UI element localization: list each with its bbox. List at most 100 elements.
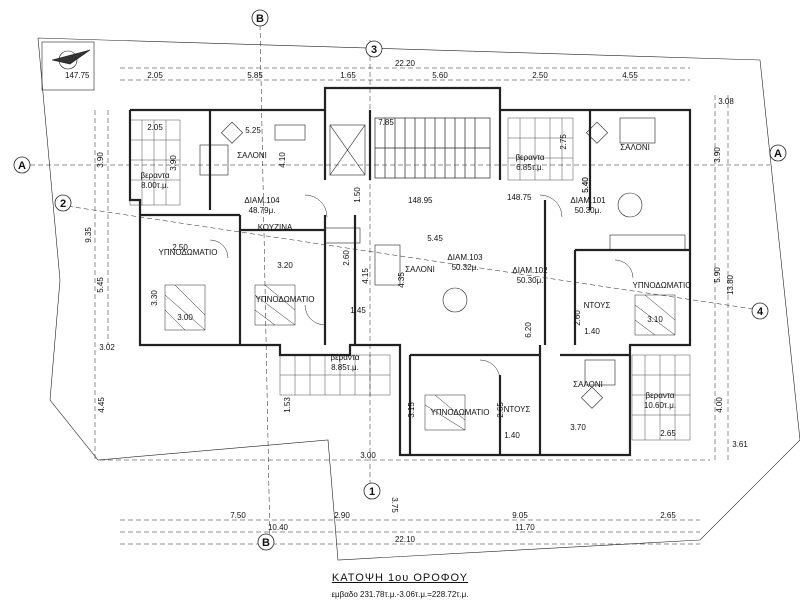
inner-dim-22: 2.65 xyxy=(496,402,505,418)
room-ntous-2: ΝΤΟΥΣ xyxy=(504,405,531,414)
dim-left-4: 3.02 xyxy=(99,343,115,352)
balcony-grids xyxy=(129,117,691,441)
room-ypnodomatio-2: ΥΠΝΟΔΩΜΑΤΙΟ xyxy=(255,295,314,304)
inner-dim-1: 2.05 xyxy=(147,123,163,132)
inner-dim-11: 3.30 xyxy=(150,290,159,306)
dim-right-2: 3.90 xyxy=(713,147,722,163)
inner-dim-16: 1.45 xyxy=(350,306,366,315)
room-saloni-101: ΣΑΛΟΝΙ xyxy=(620,143,650,152)
dim-bottom-2: 10.40 xyxy=(268,523,289,532)
dim-top-2: 5.85 xyxy=(247,71,263,80)
inner-dim-6: 2.75 xyxy=(559,134,568,150)
inner-dim-9: 2.50 xyxy=(172,243,188,252)
dim-left-3: 5.45 xyxy=(96,277,105,293)
inner-dim-3: 3.90 xyxy=(169,155,178,171)
room-saloni-103: ΣΑΛΟΝΙ xyxy=(405,265,435,274)
apt-101-label: ΔΙΑΜ.101 xyxy=(570,196,606,205)
level-mid: 148.95 xyxy=(408,196,433,205)
room-veranta-d-area: 10.60τ.μ. xyxy=(644,401,676,410)
dim-left-1: 3.90 xyxy=(96,152,105,168)
inner-dim-8: 5.45 xyxy=(427,234,443,243)
dim-top-1: 2.05 xyxy=(147,71,163,80)
axis-label-2: 2 xyxy=(60,198,66,210)
drawing-title: ΚΑΤΟΨΗ 1ου ΟΡΟΦΟΥ xyxy=(331,572,469,584)
axis-label-1: 1 xyxy=(369,486,375,498)
inner-dim-18: 2.60 xyxy=(573,310,582,326)
room-ypnodomatio-4: ΥΠΝΟΔΩΜΑΤΙΟ xyxy=(632,281,691,290)
room-veranta-a-area: 8.00τ.μ. xyxy=(141,181,169,190)
axis-label-a-right: A xyxy=(774,148,782,160)
dim-bottom-5: 11.70 xyxy=(515,523,535,532)
inner-dim-21: 3.15 xyxy=(407,402,416,418)
room-veranta-c: βεραντα xyxy=(330,353,359,362)
inner-dim-7: 5.40 xyxy=(581,177,590,193)
dim-left-6: 1.53 xyxy=(283,397,292,413)
furniture xyxy=(199,117,686,409)
axis-marker-b-top xyxy=(251,9,269,27)
apt-102-label: ΔΙΑΜ.102 xyxy=(512,266,548,275)
apt-102-area: 50.30μ. xyxy=(517,276,544,285)
inner-dim-23: 1.40 xyxy=(504,431,520,440)
inner-dim-10: 3.20 xyxy=(277,261,293,270)
room-kouzina: ΚΟΥΖΙΝΑ xyxy=(258,223,293,232)
axis-marker-a-left xyxy=(13,156,31,174)
axis-marker-4 xyxy=(751,302,769,320)
apt-103-area: 50.32μ. xyxy=(452,263,479,272)
dim-left-2: 9.35 xyxy=(84,227,93,243)
room-saloni-104: ΣΑΛΟΝΙ xyxy=(237,151,267,160)
inner-dim-12: 3.00 xyxy=(177,313,193,322)
dim-bottom-6: 2.65 xyxy=(660,511,676,520)
apt-104-label: ΔΙΑΜ.104 xyxy=(244,196,280,205)
room-saloni-102: ΣΑΛΟΝΙ xyxy=(573,380,603,389)
dim-bottom-4: 9.05 xyxy=(512,511,528,520)
room-veranta-b-area: 6.85τ.μ. xyxy=(516,163,544,172)
dim-top-4: 5.60 xyxy=(432,71,448,80)
dim-right-4: 5.90 xyxy=(713,267,722,283)
room-ypnodomatio-1: ΥΠΝΟΔΩΜΑΤΙΟ xyxy=(158,248,217,257)
room-veranta-d: βεραντα xyxy=(645,391,674,400)
doors xyxy=(209,194,634,381)
axis-label-b-top: B xyxy=(256,13,264,25)
site-boundary xyxy=(37,37,800,561)
dim-top-6: 4.55 xyxy=(622,71,638,80)
inner-dim-5: 7.85 xyxy=(378,118,394,127)
axis-markers xyxy=(13,9,787,551)
inner-dim-4: 4.10 xyxy=(278,152,287,168)
level-right: 148.75 xyxy=(507,193,532,202)
dim-left-5: 4.45 xyxy=(97,397,106,413)
dim-bottom-total: 22.10 xyxy=(395,535,416,544)
axis-label-a-left: A xyxy=(18,160,26,172)
dim-top-5: 2.50 xyxy=(532,71,548,80)
dim-bottom-9: 2.65 xyxy=(660,429,676,438)
axis-label-4: 4 xyxy=(757,306,764,318)
axis-marker-a-right xyxy=(769,144,787,162)
dim-right-1: 3.08 xyxy=(718,97,734,106)
dim-bottom-8: 3.70 xyxy=(570,423,586,432)
room-veranta-b: βεραντα xyxy=(515,153,544,162)
north-arrow xyxy=(41,41,95,91)
axis-marker-2 xyxy=(54,194,72,212)
axis-label-b-bottom: B xyxy=(262,537,270,549)
room-veranta-c-area: 8.85τ.μ. xyxy=(331,363,359,372)
inner-dim-24: 1.50 xyxy=(353,187,362,203)
dim-right-3: 5.40 xyxy=(581,177,590,193)
dim-top-3: 1.65 xyxy=(340,71,356,80)
inner-dim-14: 4.35 xyxy=(397,272,406,288)
dim-right-7: 3.75 xyxy=(390,497,399,513)
apt-104-area: 48.79μ. xyxy=(249,206,276,215)
room-ypnodomatio-3: ΥΠΝΟΔΩΜΑΤΙΟ xyxy=(430,408,489,417)
inner-dim-19: 3.10 xyxy=(647,315,663,324)
inner-dim-2: 5.25 xyxy=(245,126,261,135)
axis-label-3: 3 xyxy=(371,44,377,56)
inner-dim-13: 2.60 xyxy=(342,250,351,266)
level-north: 147.75 xyxy=(65,71,90,80)
area-summary: εμβαδο 231.78τ.μ.-3.06τ.μ.=228.72τ.μ. xyxy=(331,590,469,599)
dim-bottom-3: 2.90 xyxy=(334,511,350,520)
beds xyxy=(164,284,676,431)
dim-bottom-1: 7.50 xyxy=(230,511,246,520)
dim-bottom-7: 3.00 xyxy=(360,451,376,460)
staircase xyxy=(374,117,491,179)
inner-dim-17: 6.20 xyxy=(524,322,533,338)
dim-right-5: 13.80 xyxy=(726,274,735,295)
